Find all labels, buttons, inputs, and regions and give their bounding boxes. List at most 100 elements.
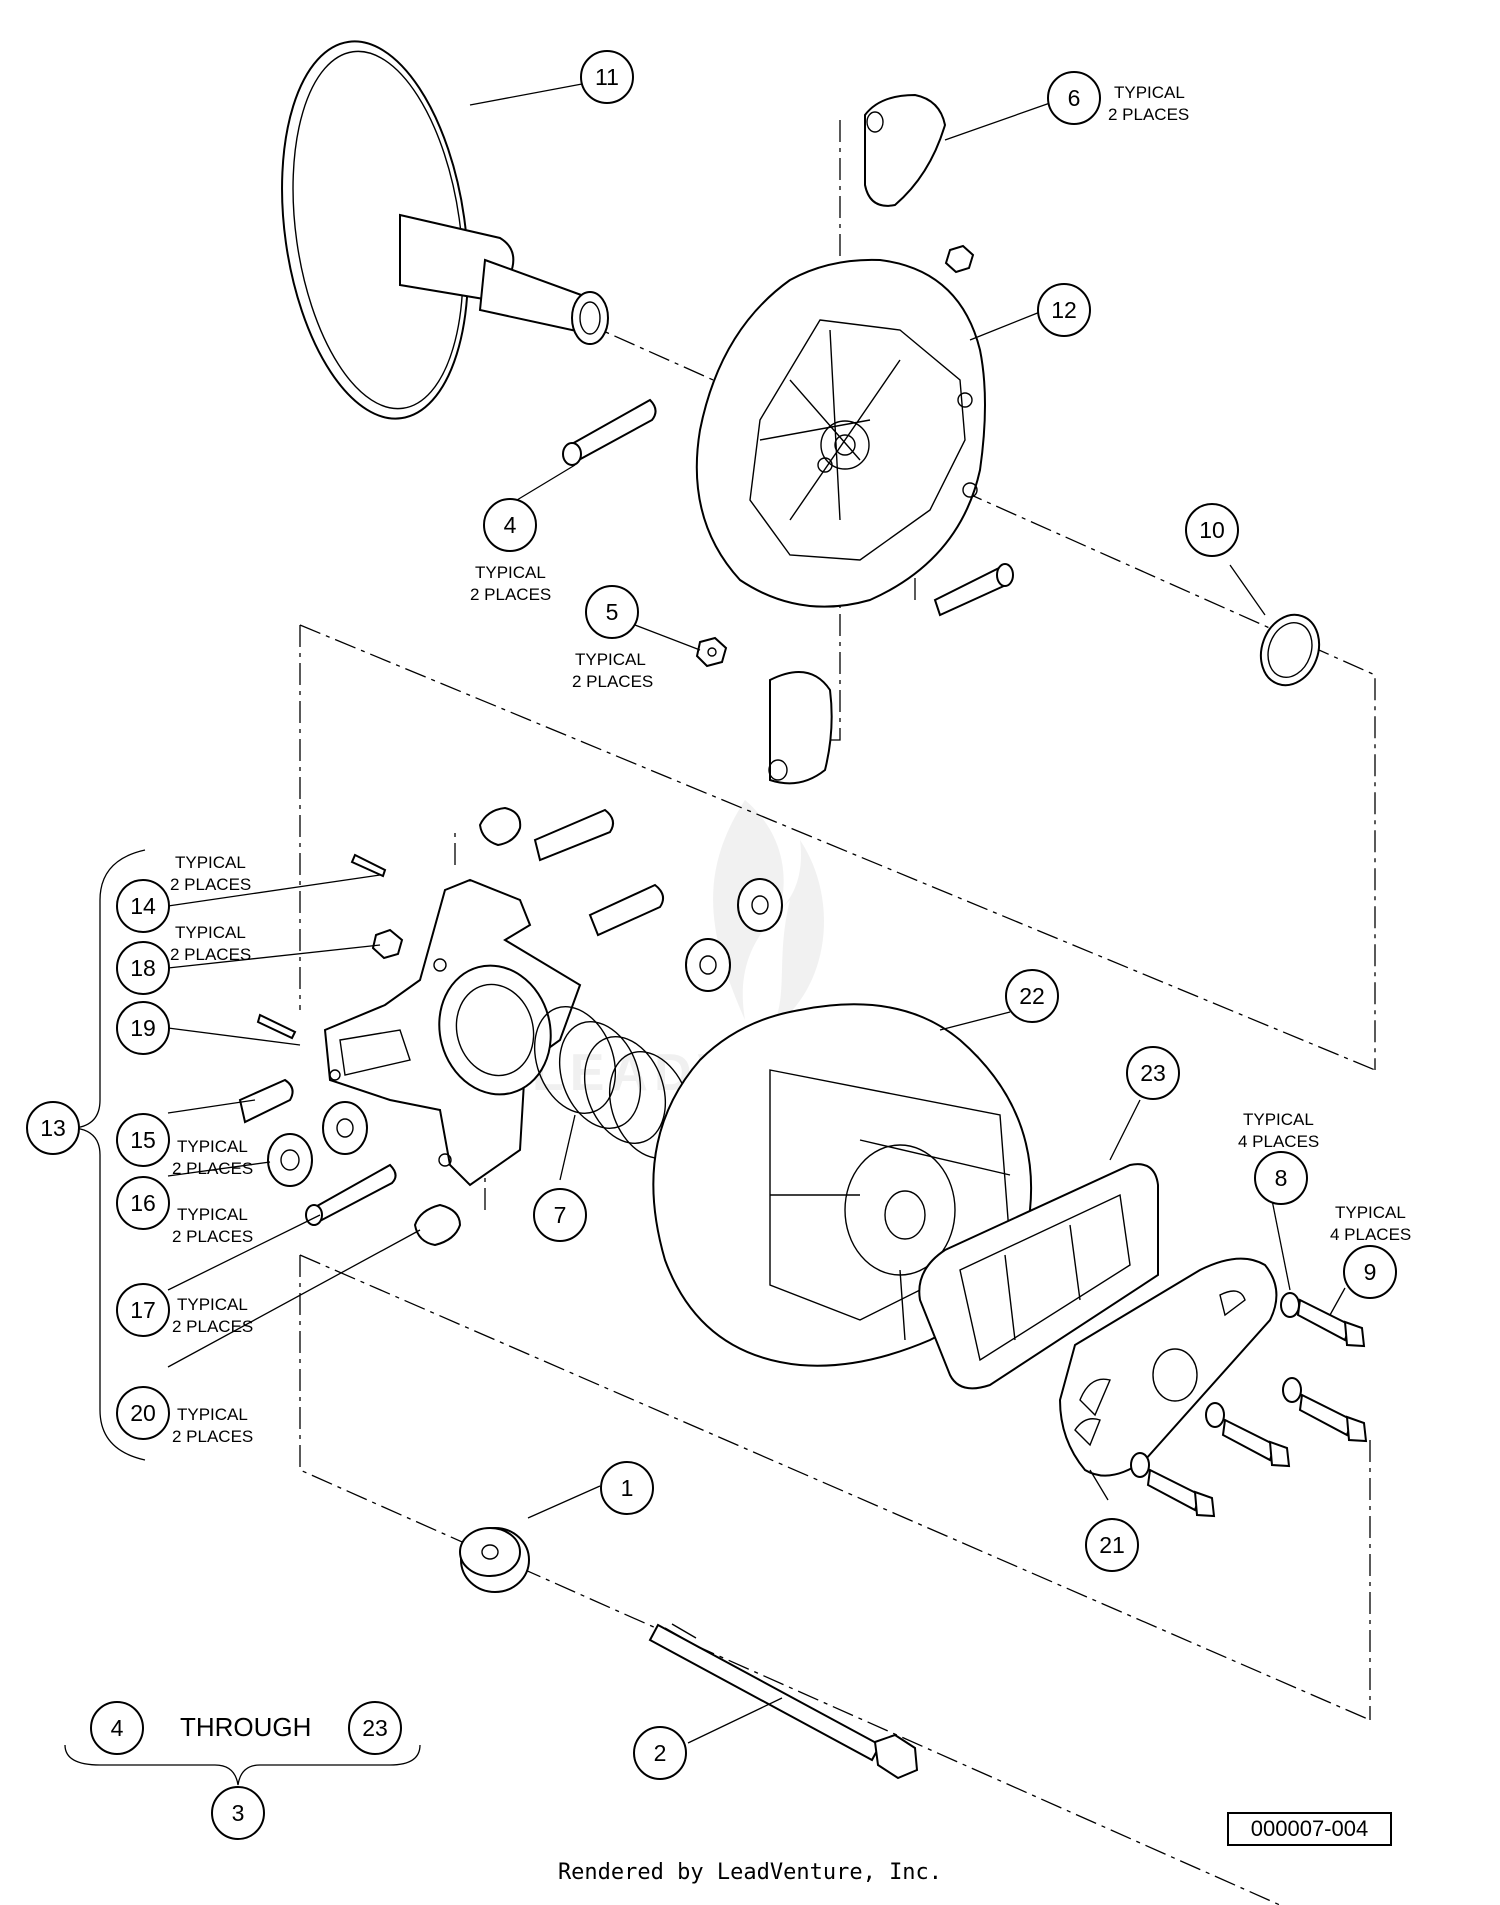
footer-credit: Rendered by LeadVenture, Inc.	[557, 1860, 943, 1885]
svg-text:18: 18	[130, 955, 156, 981]
callout-19: 19	[116, 1001, 170, 1055]
upper-bushing	[478, 806, 783, 992]
svg-text:9: 9	[1364, 1259, 1377, 1285]
part-19-pin	[256, 1013, 297, 1040]
svg-text:19: 19	[130, 1015, 156, 1041]
callout-13: 13	[26, 1101, 80, 1155]
callout-7: 7	[533, 1188, 587, 1242]
callout-6: 6	[1047, 71, 1101, 125]
svg-text:21: 21	[1099, 1532, 1125, 1558]
part-16-roller	[267, 1101, 368, 1187]
part-6-weight-top	[864, 93, 947, 207]
callout-17: 17	[116, 1283, 170, 1337]
svg-text:11: 11	[595, 64, 619, 90]
part-12-spider-plate	[695, 258, 986, 608]
callout-4: 4	[483, 498, 537, 552]
svg-text:TYPICAL: TYPICAL	[1243, 1110, 1314, 1129]
svg-text:2 PLACES: 2 PLACES	[172, 1227, 253, 1246]
callout-23-range-end: 23	[348, 1701, 402, 1755]
svg-text:TYPICAL: TYPICAL	[1114, 83, 1185, 102]
part-11-sheave	[281, 40, 609, 420]
svg-text:4: 4	[111, 1715, 124, 1741]
callout-3: 3	[211, 1786, 265, 1840]
callout-18: 18	[116, 941, 170, 995]
svg-text:TYPICAL: TYPICAL	[177, 1137, 248, 1156]
svg-text:2 PLACES: 2 PLACES	[172, 1317, 253, 1336]
svg-text:TYPICAL: TYPICAL	[177, 1205, 248, 1224]
document-number: 000007-004	[1227, 1812, 1392, 1846]
part-20-bushing	[413, 1203, 462, 1247]
svg-text:2 PLACES: 2 PLACES	[170, 945, 251, 964]
callout-22: 22	[1005, 969, 1059, 1023]
leader-lines	[167, 83, 1346, 1744]
svg-text:4: 4	[504, 512, 517, 538]
callout-15: 15	[116, 1113, 170, 1167]
svg-text:TYPICAL: TYPICAL	[175, 923, 246, 942]
svg-text:10: 10	[1199, 517, 1225, 543]
callout-9: 9	[1343, 1245, 1397, 1299]
svg-text:2 PLACES: 2 PLACES	[172, 1159, 253, 1178]
svg-text:3: 3	[232, 1800, 245, 1826]
svg-text:TYPICAL: TYPICAL	[177, 1405, 248, 1424]
part-6-weight-bottom	[768, 671, 833, 785]
svg-text:5: 5	[606, 599, 619, 625]
svg-text:2 PLACES: 2 PLACES	[572, 672, 653, 691]
svg-text:1: 1	[621, 1475, 634, 1501]
svg-text:13: 13	[40, 1115, 66, 1141]
svg-text:2 PLACES: 2 PLACES	[470, 585, 551, 604]
svg-text:2 PLACES: 2 PLACES	[172, 1427, 253, 1446]
svg-text:23: 23	[1140, 1060, 1166, 1086]
svg-text:2 PLACES: 2 PLACES	[170, 875, 251, 894]
callout-balloons: 11 6 12 4 10 5 14 18 19 13 15 16 17 20 7…	[26, 50, 1397, 1840]
brace-3	[64, 1744, 421, 1786]
svg-text:6: 6	[1068, 85, 1081, 111]
svg-text:7: 7	[554, 1202, 567, 1228]
svg-text:14: 14	[130, 893, 156, 919]
part-18-nut	[371, 928, 404, 960]
part-9-bolts	[1146, 1298, 1368, 1518]
part-14-pin	[350, 853, 387, 878]
svg-text:2: 2	[654, 1740, 667, 1766]
svg-text:4 PLACES: 4 PLACES	[1330, 1225, 1411, 1244]
part-5-nut	[695, 636, 728, 668]
typical-notes: TYPICAL 2 PLACES TYPICAL 2 PLACES TYPICA…	[170, 83, 1411, 1742]
callout-23: 23	[1126, 1046, 1180, 1100]
svg-text:TYPICAL: TYPICAL	[475, 563, 546, 582]
svg-text:16: 16	[130, 1190, 156, 1216]
callout-5: 5	[585, 585, 639, 639]
svg-text:23: 23	[362, 1715, 388, 1741]
callout-21: 21	[1085, 1518, 1139, 1572]
callout-1: 1	[600, 1461, 654, 1515]
callout-11: 11	[580, 50, 634, 104]
part-23-gasket	[918, 1163, 1159, 1390]
svg-text:4 PLACES: 4 PLACES	[1238, 1132, 1319, 1151]
part-10-o-ring	[1259, 613, 1321, 687]
svg-text:TYPICAL: TYPICAL	[177, 1295, 248, 1314]
callout-4-range-start: 4	[90, 1701, 144, 1755]
svg-text:2 PLACES: 2 PLACES	[1108, 105, 1189, 124]
svg-text:8: 8	[1275, 1165, 1288, 1191]
part-8-washers	[1130, 1292, 1302, 1478]
callout-12: 12	[1037, 283, 1091, 337]
svg-text:THROUGH: THROUGH	[180, 1712, 311, 1742]
svg-text:TYPICAL: TYPICAL	[575, 650, 646, 669]
callout-16: 16	[116, 1176, 170, 1230]
part-13-spider-assembly	[323, 878, 582, 1187]
callout-14: 14	[116, 879, 170, 933]
part-15-bushing	[238, 1078, 294, 1124]
part-5-nut-b	[944, 244, 975, 274]
svg-text:20: 20	[130, 1400, 156, 1426]
svg-text:22: 22	[1019, 983, 1045, 1009]
part-2-bolt	[648, 1623, 919, 1780]
callout-2: 2	[633, 1726, 687, 1780]
svg-text:TYPICAL: TYPICAL	[1335, 1203, 1406, 1222]
svg-text:TYPICAL: TYPICAL	[175, 853, 246, 872]
svg-text:15: 15	[130, 1127, 156, 1153]
svg-text:17: 17	[130, 1297, 156, 1323]
callout-8: 8	[1254, 1151, 1308, 1205]
part-4-bolt	[562, 398, 657, 466]
svg-text:12: 12	[1051, 297, 1077, 323]
part-1-washer	[459, 1527, 530, 1593]
callout-20: 20	[116, 1386, 170, 1440]
